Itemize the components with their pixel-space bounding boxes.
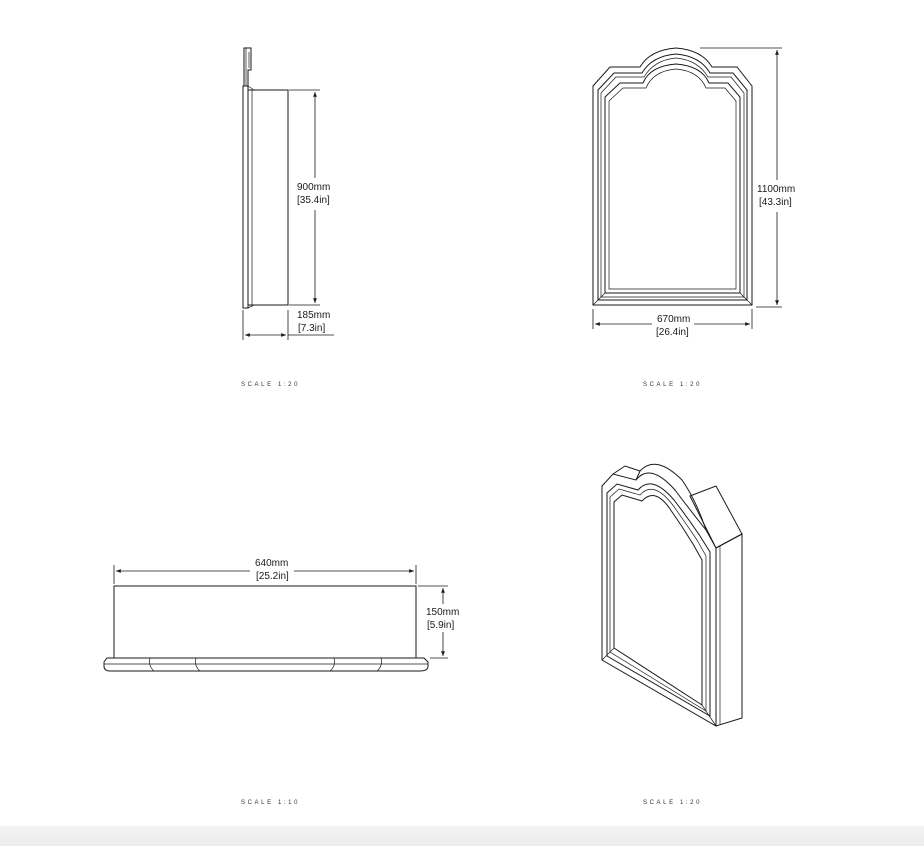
iso-view: SCALE 1:20 bbox=[601, 463, 743, 806]
front-width-in: [26.4in] bbox=[656, 327, 689, 338]
side-height-mm: 900mm bbox=[297, 182, 330, 193]
front-width-mm: 670mm bbox=[657, 314, 690, 325]
top-scale-label: SCALE 1:10 bbox=[241, 800, 300, 806]
side-depth-mm: 185mm bbox=[297, 310, 330, 321]
front-height-mm: 1100mm bbox=[757, 184, 795, 195]
mirror-cabinet-isometric bbox=[601, 463, 743, 727]
side-scale-label: SCALE 1:20 bbox=[241, 382, 300, 388]
front-width-dimension: 670mm [26.4in] bbox=[592, 309, 753, 338]
mirror-frame-front bbox=[592, 47, 753, 306]
top-depth-in: [5.9in] bbox=[427, 620, 454, 631]
side-height-in: [35.4in] bbox=[297, 195, 330, 206]
front-height-in: [43.3in] bbox=[759, 197, 792, 208]
top-width-in: [25.2in] bbox=[256, 571, 289, 582]
top-depth-dimension: 150mm [5.9in] bbox=[418, 585, 459, 659]
front-height-dimension: 1100mm [43.3in] bbox=[700, 47, 795, 308]
side-depth-dimension: 185mm [7.3in] bbox=[242, 310, 334, 340]
side-profile bbox=[242, 47, 289, 309]
front-view: 1100mm [43.3in] 670mm [26.4in] SCALE 1:2… bbox=[592, 47, 795, 388]
side-depth-in: [7.3in] bbox=[298, 323, 325, 334]
side-view: 900mm [35.4in] 185mm [7.3in] SCALE 1:20 bbox=[241, 47, 334, 388]
top-depth-mm: 150mm bbox=[426, 607, 459, 618]
side-height-dimension: 900mm [35.4in] bbox=[289, 89, 330, 306]
iso-scale-label: SCALE 1:20 bbox=[643, 800, 702, 806]
footer-bar bbox=[0, 826, 924, 846]
top-profile bbox=[103, 585, 429, 672]
top-width-mm: 640mm bbox=[255, 558, 288, 569]
front-scale-label: SCALE 1:20 bbox=[643, 382, 702, 388]
top-view: 640mm [25.2in] 150mm [5.9in] SCALE 1:10 bbox=[103, 558, 459, 806]
top-width-dimension: 640mm [25.2in] bbox=[113, 558, 417, 584]
